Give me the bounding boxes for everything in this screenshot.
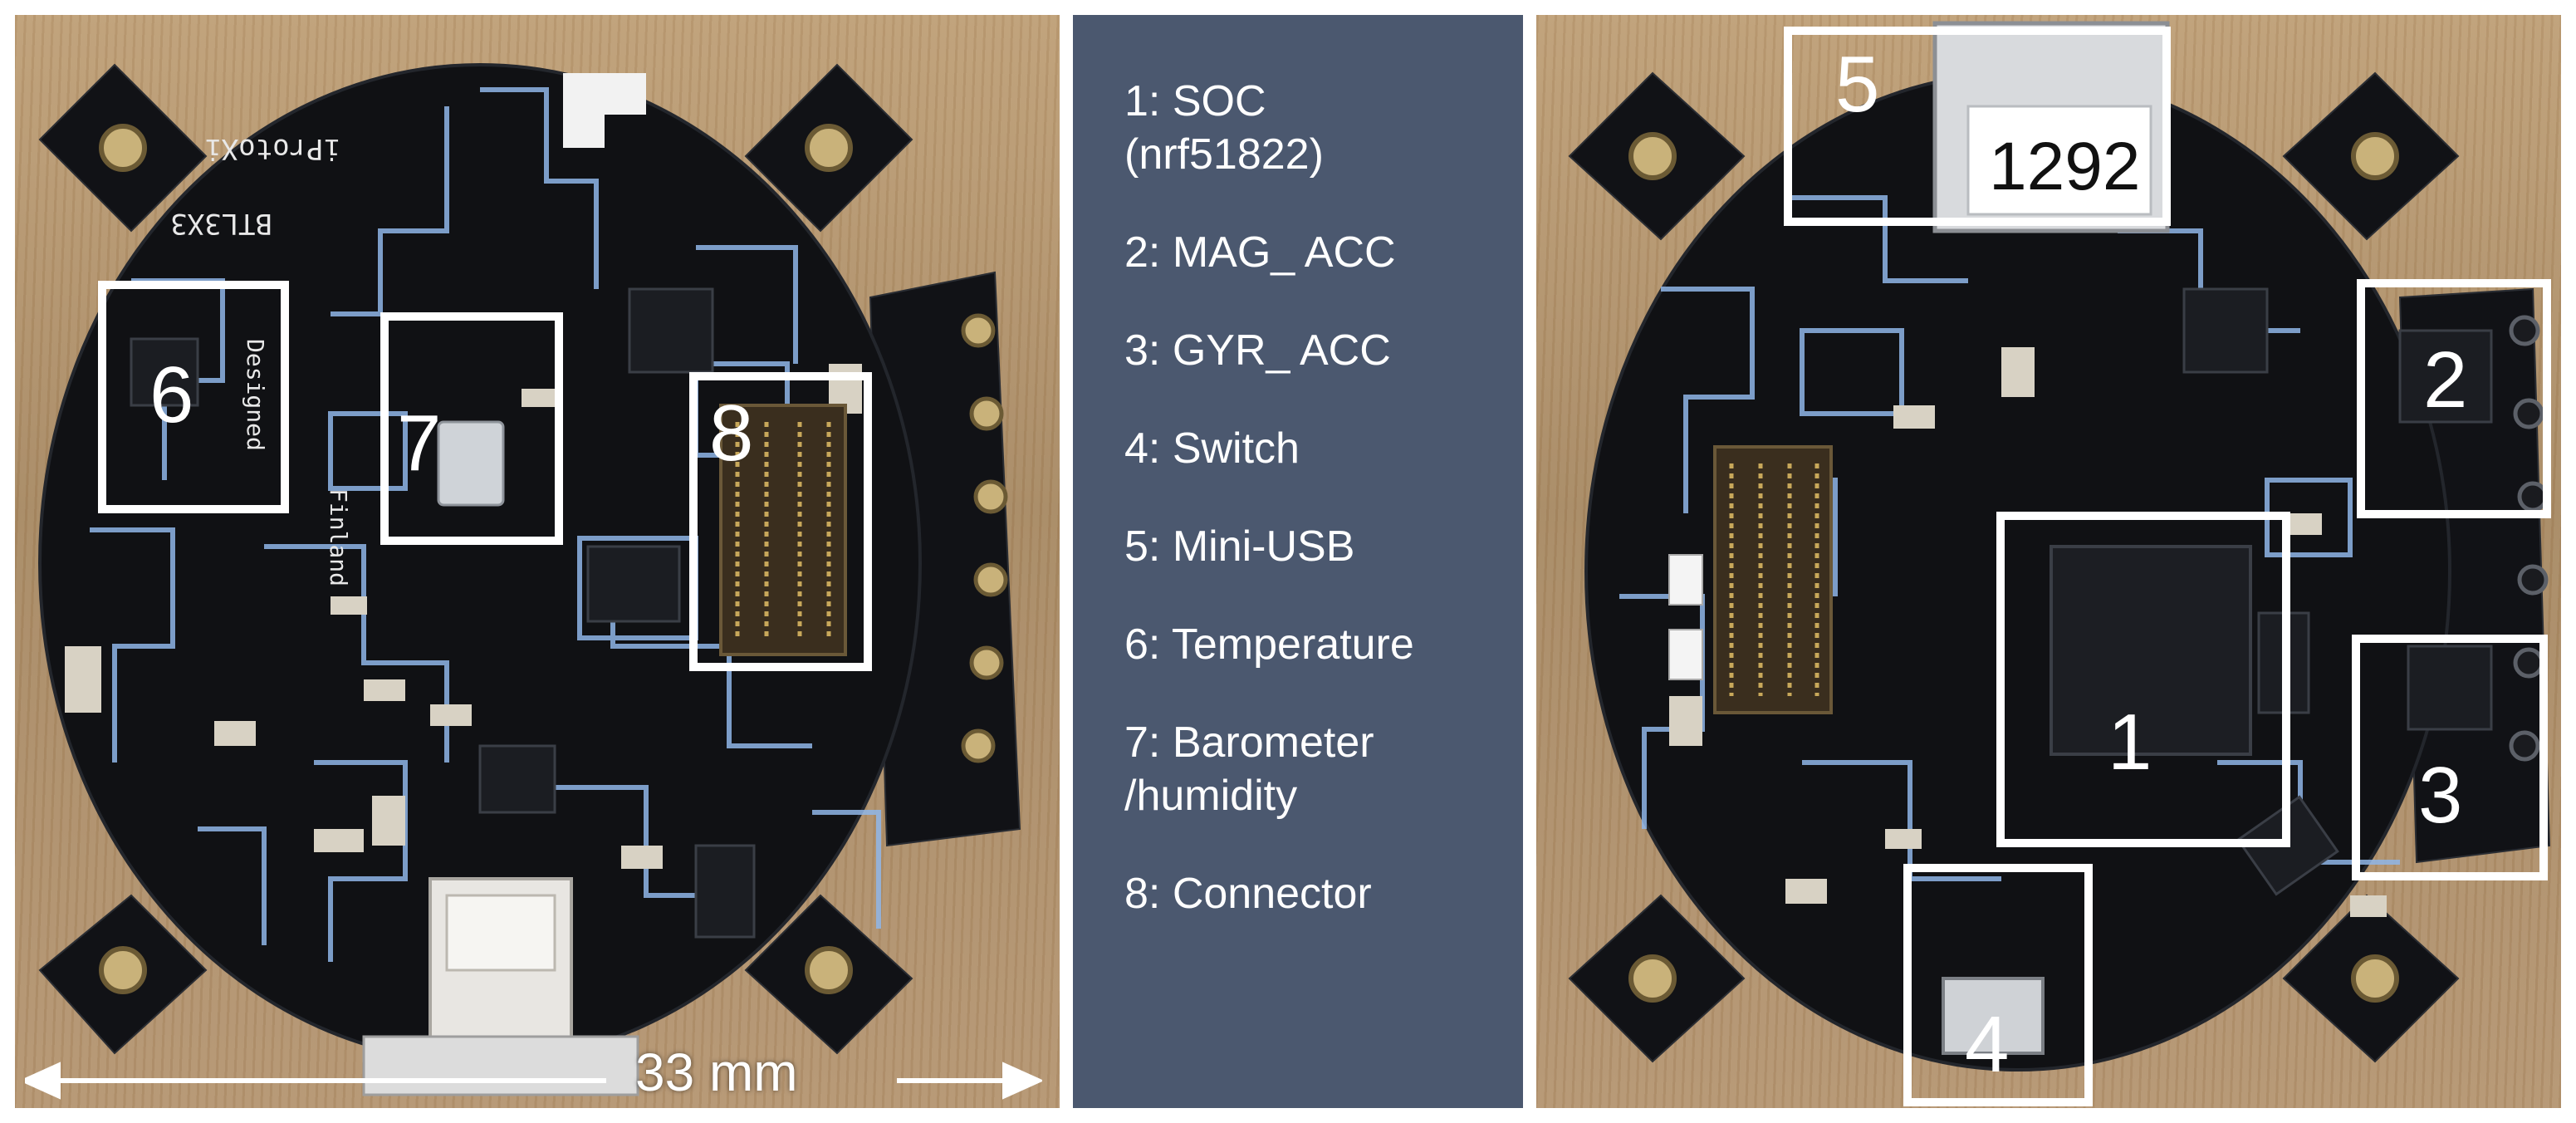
legend-item-line: 4: Switch: [1124, 424, 1300, 473]
callout-number: 3: [2418, 751, 2463, 840]
silkscreen-designed: Designed: [242, 339, 269, 451]
sticker: [1966, 105, 2152, 216]
sticker-label: 1292: [1989, 129, 2140, 204]
callout-number: 5: [1835, 40, 1880, 129]
brand-logo: [563, 73, 646, 148]
legend-panel: 1: SOC (nrf51822) 2: MAG_ ACC 3: GYR_ AC…: [1073, 15, 1523, 1108]
legend-item-line: 8: Connector: [1124, 870, 1372, 918]
mag-acc-chip: [2398, 329, 2493, 424]
legend-item-line: 3: GYR_ ACC: [1124, 326, 1391, 375]
silkscreen-model: BTL3X3: [170, 207, 272, 240]
right-board-photo: 1292 5 2 1 3 4: [1536, 15, 2561, 1108]
mounting-hole: [805, 124, 853, 172]
callout-box-connector: 8: [689, 372, 872, 671]
chip: [694, 844, 756, 939]
barometer-sensor: [437, 420, 505, 507]
legend-item-temperature: 6: Temperature: [1124, 618, 1414, 671]
legend-item-line: (nrf51822): [1124, 130, 1324, 179]
left-board-photo: iProtoXi BTL3X3 Designed Finland 6 7 8: [15, 15, 1060, 1108]
callout-box-gyr-acc: 3: [2352, 635, 2548, 880]
silkscreen-finland: Finland: [325, 488, 352, 586]
led: [1668, 629, 1703, 680]
scale-bar: 33 mm: [25, 1042, 1042, 1109]
mounting-hole: [2351, 132, 2399, 180]
callout-box-mag-acc: 2: [2357, 279, 2551, 518]
mounting-hole: [1628, 954, 1677, 1003]
chip: [586, 545, 681, 623]
legend-item-line: 1: SOC: [1124, 77, 1266, 125]
callout-number: 1: [2108, 698, 2152, 787]
callout-number: 4: [1965, 1000, 2010, 1089]
legend-item-line: 5: Mini-USB: [1124, 522, 1355, 571]
scale-arrows: [25, 1062, 1042, 1100]
mounting-hole: [1628, 132, 1677, 180]
chip: [628, 287, 714, 374]
left-pcb-graphic: iProtoXi BTL3X3 Designed Finland: [38, 63, 1021, 1096]
callout-box-soc: 1: [1996, 512, 2290, 847]
callout-box-switch: 4: [1903, 864, 2093, 1106]
legend-item-line: /humidity: [1124, 772, 1298, 820]
board-connector: [719, 404, 847, 656]
legend-item-barometer: 7: Barometer /humidity: [1124, 716, 1414, 822]
legend-list: 1: SOC (nrf51822) 2: MAG_ ACC 3: GYR_ AC…: [1124, 75, 1414, 965]
callout-box-temperature: 6: [98, 281, 289, 513]
callout-number: 7: [397, 399, 442, 488]
chip: [478, 744, 556, 814]
legend-item-connector: 8: Connector: [1124, 867, 1414, 920]
legend-item-mag-acc: 2: MAG_ ACC: [1124, 226, 1414, 279]
legend-item-soc: 1: SOC (nrf51822): [1124, 75, 1414, 181]
mounting-hole: [805, 946, 853, 994]
switch-component: [1942, 977, 2045, 1055]
legend-item-line: 7: Barometer: [1124, 718, 1374, 767]
chip: [2182, 287, 2269, 374]
callout-number: 2: [2423, 336, 2468, 424]
callout-box-mini-usb: 5: [1784, 27, 2171, 226]
legend-item-line: 2: MAG_ ACC: [1124, 228, 1396, 277]
legend-item-switch: 4: Switch: [1124, 422, 1414, 475]
callout-number: 6: [149, 351, 194, 439]
gyr-acc-chip: [2407, 645, 2493, 731]
chip: [130, 337, 199, 407]
scale-label: 33 mm: [635, 1042, 798, 1102]
legend-item-line: 6: Temperature: [1124, 620, 1414, 669]
callout-number: 8: [709, 389, 754, 478]
mounting-hole: [99, 946, 147, 994]
legend-item-gyr-acc: 3: GYR_ ACC: [1124, 324, 1414, 377]
callout-box-barometer: 7: [380, 312, 563, 545]
mounting-hole: [99, 124, 147, 172]
legend-item-mini-usb: 5: Mini-USB: [1124, 520, 1414, 573]
silkscreen-brand: iProtoXi: [204, 132, 340, 165]
soc-chip: [2050, 545, 2252, 756]
led: [1668, 554, 1703, 606]
mounting-hole: [2351, 954, 2399, 1003]
board-connector: [1713, 445, 1833, 714]
